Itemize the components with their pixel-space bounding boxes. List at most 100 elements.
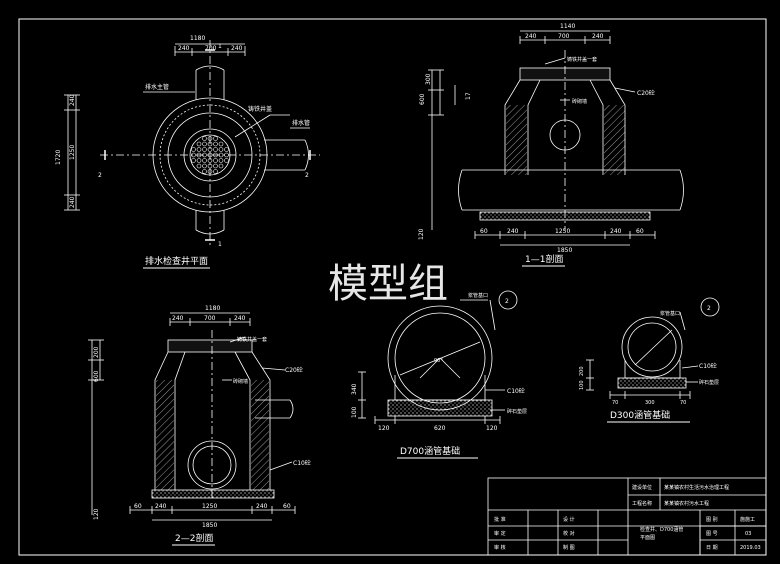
cover-grid-hole: [207, 141, 213, 147]
cover-grid-hole: [213, 169, 218, 174]
d700-dim-bottom: 120: [486, 425, 498, 432]
plan-dim-part: 240: [231, 45, 243, 52]
s11-label-c20: C20砼: [637, 89, 655, 97]
tb-project-label: 建设单位: [632, 484, 652, 491]
d300-title: D300涵管基础: [610, 409, 670, 421]
plan-label-main-pipe: 排水主管: [145, 83, 169, 91]
tb-reviewed: 审 核: [494, 544, 506, 551]
plan-dim-part: 240: [178, 45, 190, 52]
cover-grid-hole: [202, 163, 207, 169]
d300-dim-left: 100: [579, 380, 585, 390]
cover-grid-hole: [196, 147, 202, 152]
cover-grid-hole: [207, 152, 213, 158]
plan-cover-grid: [191, 136, 229, 174]
cover-grid-hole: [224, 147, 229, 152]
watermark: 模型组: [328, 261, 448, 307]
s11-dim-left: 17: [465, 92, 472, 100]
d300-circle-mark: 2: [707, 305, 711, 312]
d300-dim-bottom: 300: [645, 400, 655, 406]
cover-grid-hole: [196, 158, 202, 163]
tb-date-label: 日 期: [706, 545, 718, 551]
d300-foundation: [586, 297, 720, 399]
d700-label-slurry: 浆管基口: [468, 292, 488, 299]
s11-dim-bottom: 60: [480, 228, 488, 235]
tb-name-value: 某某镇农村污水工程: [664, 500, 709, 507]
s11-dim-bottom: 1250: [555, 228, 570, 235]
plan-label-cover: 铸铁井盖: [248, 105, 272, 113]
plan-dim-vertical-part: 240: [69, 196, 76, 208]
cover-grid-hole: [207, 169, 213, 174]
cover-grid-hole: [207, 158, 213, 163]
tb-sheet-value: 施施工: [740, 516, 755, 523]
tb-sheet-label: 图 别: [706, 516, 718, 523]
s22-dim-total: 1180: [205, 305, 220, 312]
plan-section-mark: 2: [305, 172, 309, 179]
s22-dim-part: 700: [204, 315, 216, 322]
s11-dim-part: 240: [592, 33, 604, 40]
d700-dim-bottom: 620: [434, 425, 446, 432]
s22-dim-left: 600: [93, 370, 100, 382]
cover-grid-hole: [207, 136, 213, 141]
cover-grid-hole: [224, 158, 229, 163]
s11-dim-part: 700: [558, 33, 570, 40]
s11-dim-left: 300: [425, 73, 432, 85]
tb-number-value: 03: [745, 531, 751, 537]
plan-dim-vertical-part: 1250: [69, 145, 76, 160]
s11-label-wall: 砖砌墙: [572, 98, 587, 105]
cover-grid-hole: [202, 136, 207, 141]
tb-verified: 校 对: [563, 530, 575, 537]
s11-dim-part: 240: [525, 33, 537, 40]
d700-title: D700涵管基础: [400, 445, 460, 457]
s11-dim-bottom: 240: [507, 228, 519, 235]
s22-dim-bottom-total: 1850: [202, 522, 217, 529]
cover-grid-hole: [224, 152, 229, 158]
cover-grid-hole: [213, 141, 218, 147]
cover-grid-hole: [218, 163, 224, 169]
cover-grid-hole: [218, 147, 224, 152]
s22-dim-left: 200: [93, 346, 100, 358]
s11-dim-bottom: 60: [636, 228, 644, 235]
cover-grid-hole: [207, 147, 213, 152]
tb-approved: 批 准: [494, 516, 506, 523]
title-block: [487, 477, 767, 556]
cover-grid-hole: [202, 141, 207, 147]
s11-dim-total: 1140: [560, 23, 575, 30]
s11-dim-base: 120: [418, 228, 425, 240]
d300-label-c10: C10砼: [699, 362, 717, 370]
cover-grid-hole: [213, 136, 218, 141]
s22-dim-part: 240: [172, 315, 184, 322]
d700-angle: 90°: [434, 358, 443, 364]
cover-grid-hole: [191, 147, 196, 152]
d300-dim-left: 200: [579, 366, 585, 376]
tb-name-label: 工程名称: [632, 500, 652, 507]
d700-circle-mark: 2: [505, 298, 509, 305]
plan-view: [64, 40, 320, 245]
s22-title: 2—2剖面: [175, 532, 213, 544]
cover-grid-hole: [207, 163, 213, 169]
tb-drawn: 制 图: [563, 544, 575, 551]
tb-drawing-name: 检查井、D700涵管: [640, 526, 683, 533]
cover-grid-hole: [202, 169, 207, 174]
s22-dim-bottom: 60: [134, 503, 142, 510]
plan-section-mark: 1: [218, 43, 222, 50]
cover-grid-hole: [196, 163, 202, 169]
d700-dim-left: 100: [351, 406, 358, 418]
s11-label-cover: 铸铁井盖一套: [567, 56, 597, 63]
s11-title: 1—1剖面: [525, 253, 563, 265]
s22-dim-bottom: 60: [283, 503, 291, 510]
s22-dim-bottom: 240: [256, 503, 268, 510]
tb-checked: 审 定: [494, 530, 506, 537]
tb-project-value: 某某镇农村生活污水治理工程: [664, 484, 729, 491]
d300-dim-bottom: 70: [612, 400, 618, 406]
cover-grid-hole: [218, 152, 224, 158]
s22-label-cover: 铸铁井盖一套: [237, 336, 267, 343]
tb-designed: 设 计: [563, 516, 575, 523]
s11-dim-bottom: 240: [610, 228, 622, 235]
cover-grid-hole: [202, 147, 207, 152]
s22-dim-bottom: 1250: [202, 503, 217, 510]
plan-label-branch: 排水管: [292, 119, 310, 127]
cover-grid-hole: [202, 152, 207, 158]
d700-foundation: [358, 290, 518, 424]
s11-dim-left: 600: [419, 93, 426, 105]
plan-dim-total: 1180: [190, 35, 205, 42]
